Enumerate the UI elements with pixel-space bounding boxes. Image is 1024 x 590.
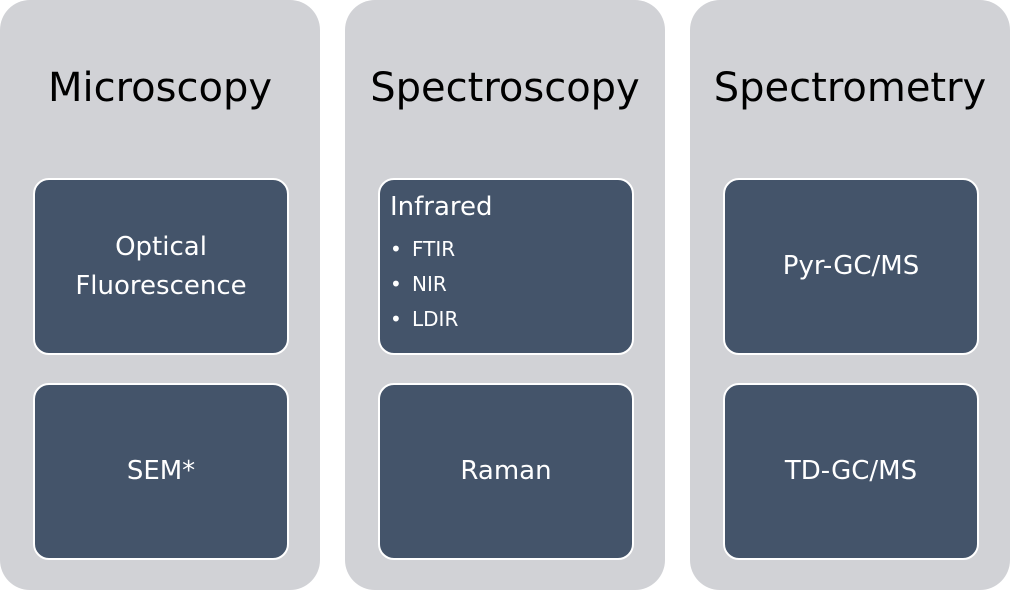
bullet-icon: • bbox=[390, 307, 402, 331]
method-label: SEM* bbox=[126, 456, 196, 486]
method-box-infrared: Infrared • FTIR • NIR • LDIR bbox=[378, 178, 634, 355]
column-title: Spectrometry bbox=[713, 65, 987, 111]
technique-label: FTIR bbox=[412, 237, 456, 261]
technique-item: • NIR bbox=[390, 267, 632, 302]
bullet-icon: • bbox=[390, 237, 402, 261]
method-box-td-gc-ms: TD-GC/MS bbox=[723, 383, 979, 560]
technique-label: LDIR bbox=[412, 307, 459, 331]
column-microscopy: Microscopy Optical Fluorescence SEM* bbox=[0, 0, 320, 590]
method-label-line: Fluorescence bbox=[75, 270, 247, 301]
column-spectrometry: Spectrometry Pyr-GC/MS TD-GC/MS bbox=[690, 0, 1010, 590]
column-spectroscopy: Spectroscopy Infrared • FTIR • NIR • LDIR R… bbox=[345, 0, 665, 590]
technique-item: • FTIR bbox=[390, 232, 632, 267]
technique-item: • LDIR bbox=[390, 302, 632, 337]
technique-list: • FTIR • NIR • LDIR bbox=[390, 232, 632, 337]
bullet-icon: • bbox=[390, 272, 402, 296]
method-box-optical-fluorescence: Optical Fluorescence bbox=[33, 178, 289, 355]
method-box-pyr-gc-ms: Pyr-GC/MS bbox=[723, 178, 979, 355]
method-label: Pyr-GC/MS bbox=[782, 251, 920, 281]
method-label-line: Optical bbox=[115, 231, 207, 262]
method-box-sem: SEM* bbox=[33, 383, 289, 560]
method-box-raman: Raman bbox=[378, 383, 634, 560]
column-title: Microscopy bbox=[47, 65, 273, 111]
technique-label: NIR bbox=[412, 272, 447, 296]
column-title: Spectroscopy bbox=[370, 65, 640, 111]
method-heading: Infrared bbox=[390, 192, 493, 222]
method-label: TD-GC/MS bbox=[784, 456, 918, 486]
method-label: Raman bbox=[460, 456, 552, 486]
